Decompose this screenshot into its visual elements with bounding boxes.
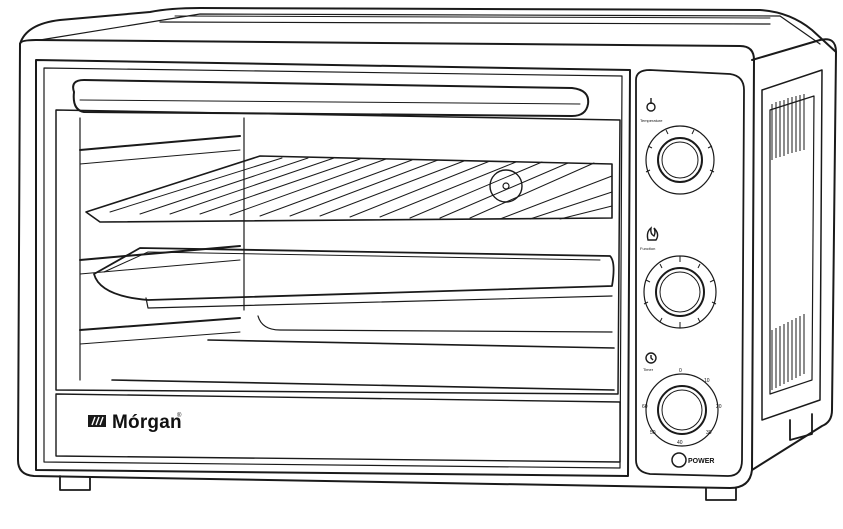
- oven-foot-left: [59, 475, 91, 491]
- control-panel: [635, 69, 745, 477]
- thermostat-icon: [646, 98, 656, 112]
- function-knob: [643, 255, 717, 329]
- oven-cavity: [55, 109, 621, 395]
- timer-label: Timer: [643, 367, 654, 372]
- oven-door: [35, 59, 631, 477]
- registered-mark: ®: [177, 413, 182, 419]
- brand-logo-mark: [88, 415, 106, 427]
- timer-tick: 30: [706, 430, 712, 436]
- baking-tray: [93, 247, 615, 301]
- timer-tick: 60: [642, 404, 648, 410]
- timer-tick: 10: [704, 378, 710, 384]
- flame-icon: [646, 226, 659, 241]
- oven-foot-right: [705, 487, 737, 501]
- timer-tick: 0: [679, 368, 682, 374]
- temperature-label: Temperature: [640, 118, 663, 123]
- door-handle: [72, 79, 590, 117]
- power-indicator: [671, 452, 687, 468]
- timer-tick: 40: [677, 440, 683, 446]
- timer-tick: 20: [716, 404, 722, 410]
- temperature-knob: [645, 125, 715, 195]
- wire-rack: [85, 155, 613, 223]
- timer-knob: [645, 373, 719, 447]
- oven-top: [19, 7, 837, 53]
- timer-icon: [645, 352, 657, 364]
- timer-tick: 50: [650, 430, 656, 436]
- function-label: Function: [640, 246, 656, 251]
- power-label: POWER: [688, 458, 715, 465]
- door-bottom-panel: [55, 393, 621, 463]
- brand-name: Mórgan: [112, 412, 182, 433]
- oven-side-panel: [751, 38, 837, 471]
